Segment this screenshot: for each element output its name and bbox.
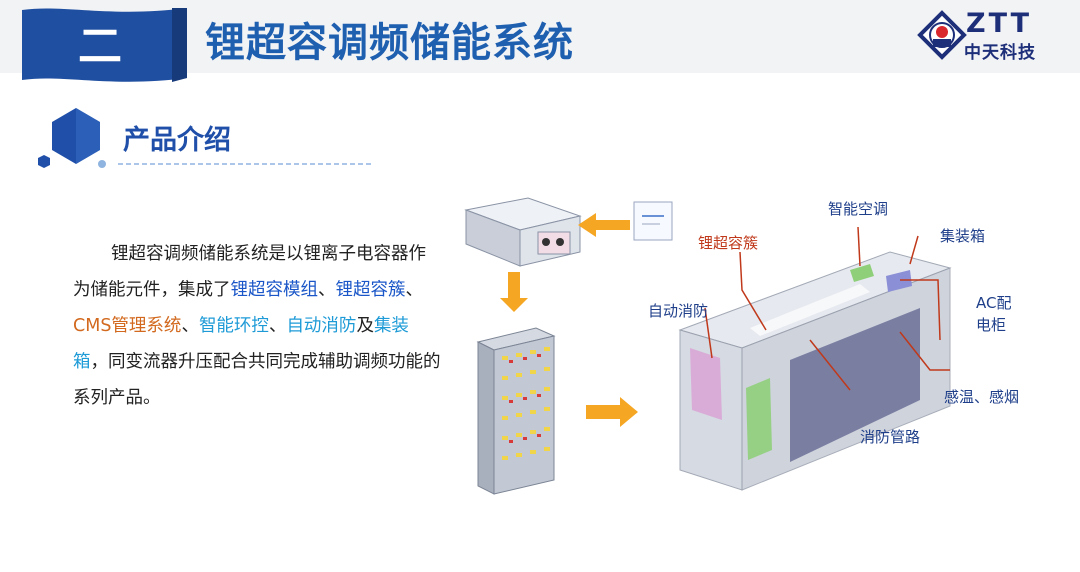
hexagon-icon	[38, 108, 100, 168]
separator: 、	[318, 280, 336, 300]
ztt-logo-icon	[917, 10, 967, 60]
cluster-cabinet-icon	[476, 327, 556, 495]
leader-lines	[704, 226, 950, 391]
separator: 、	[268, 316, 287, 336]
joiner: 及	[356, 316, 374, 336]
link-fire: 自动消防	[286, 316, 357, 336]
diagram-graphics	[464, 197, 952, 495]
document-card-icon	[633, 201, 673, 241]
label-ac-cabinet-2: 电柜	[976, 316, 1007, 334]
label-ac-unit: 智能空调	[828, 200, 889, 218]
system-diagram: 智能空调 集装箱 锂超容簇 自动消防 AC配 电柜 感温、感烟 消防管路	[450, 180, 1080, 568]
logo-text-cn: 中天科技	[964, 43, 1036, 63]
subtitle-underline	[98, 160, 372, 168]
label-fire-pipe: 消防管路	[860, 428, 921, 446]
label-container: 集装箱	[940, 227, 986, 245]
logo-text-en: ZTT	[966, 8, 1033, 39]
section-number-banner	[22, 8, 187, 82]
link-cms: CMS管理系统	[73, 316, 182, 336]
link-env: 智能环控	[198, 316, 269, 336]
section-subtitle: 产品介绍	[123, 125, 231, 156]
section-number: 二	[78, 21, 122, 72]
cms-module-icon	[464, 197, 582, 267]
label-cluster: 锂超容簇	[698, 234, 759, 252]
link-container: 集装箱	[73, 316, 409, 372]
arrow-left-icon	[578, 213, 630, 237]
separator: 、	[181, 316, 199, 336]
intro-text-2: ，同变流器升压配合共同完成辅助调频功能的系列产品。	[73, 352, 441, 408]
separator: 、	[405, 280, 424, 300]
container-icon	[678, 251, 952, 491]
label-sensors: 感温、感烟	[944, 388, 1020, 406]
link-cluster: 锂超容簇	[335, 280, 406, 300]
arrow-down-icon	[500, 272, 528, 312]
label-fire: 自动消防	[648, 302, 709, 320]
arrow-right-icon	[586, 397, 638, 427]
page-title: 锂超容调频储能系统	[205, 20, 574, 66]
intro-text-1: 锂超容调频储能系统是以锂离子电容器作为储能元件，集成了	[73, 244, 426, 300]
label-ac-cabinet-1: AC配	[976, 294, 1012, 312]
intro-paragraph: 锂超容调频储能系统是以锂离子电容器作为储能元件，集成了锂超容模组、锂超容簇、CM…	[73, 236, 443, 416]
link-module: 锂超容模组	[230, 280, 319, 300]
